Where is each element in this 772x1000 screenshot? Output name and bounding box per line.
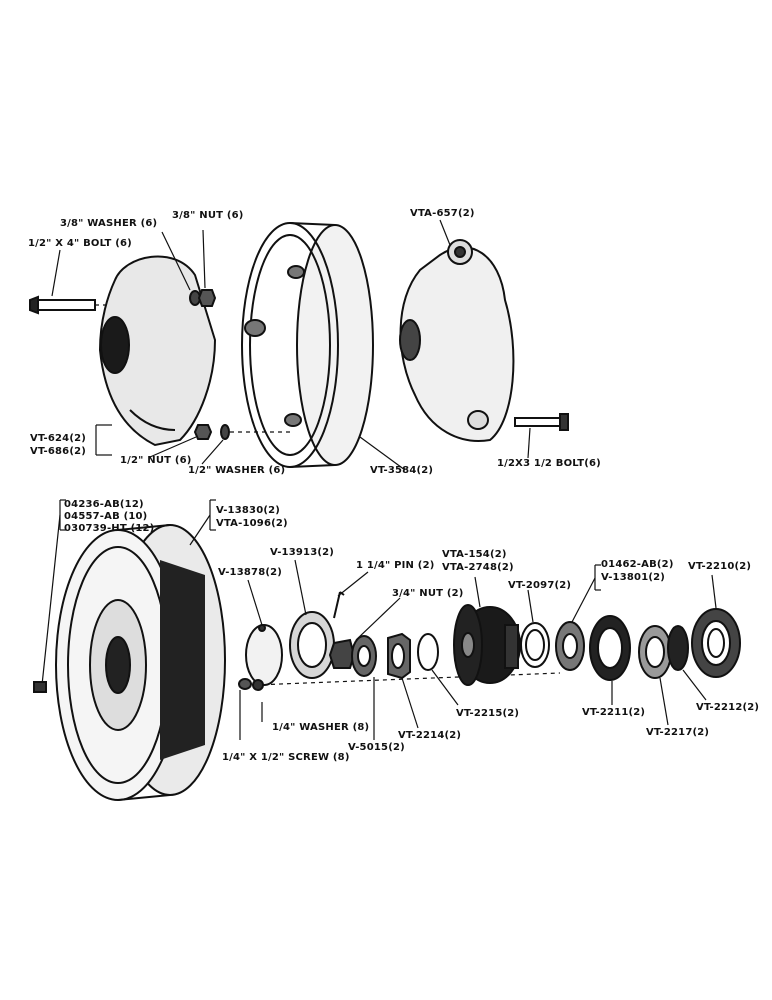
- label-01462-ab: 01462-AB(2): [601, 559, 674, 570]
- label-nut-3-4: 3/4" NUT (2): [392, 588, 464, 599]
- hub-cover-vta657: [399, 239, 515, 442]
- ring-vt2215: [417, 633, 439, 671]
- bearing-vt2217: [638, 625, 672, 679]
- label-bolt-1-2x3-1-2: 1/2X3 1/2 BOLT(6): [497, 458, 601, 469]
- label-washer-1-4: 1/4" WASHER (8): [272, 722, 370, 733]
- seal-vt2210: [691, 608, 741, 678]
- label-030739-ht: 030739-HT (12): [64, 523, 155, 534]
- label-v-13913: V-13913(2): [270, 547, 335, 558]
- label-washer-1-2: 1/2" WASHER (6): [188, 465, 286, 476]
- nut-3-4: [328, 638, 356, 669]
- bolt-3-1-2in: [514, 413, 569, 431]
- bearing-cup-vt2097: [520, 622, 550, 668]
- nut-1-2: [193, 424, 213, 440]
- screw: [238, 678, 252, 690]
- seal-vt2212: [667, 625, 689, 671]
- label-vta-1096: VTA-1096(2): [216, 518, 288, 529]
- label-vta-657: VTA-657(2): [410, 208, 475, 219]
- wheel-disc: [55, 524, 226, 801]
- label-vt-3584: VT-3584(2): [370, 465, 434, 476]
- nut-3-8: [197, 289, 217, 307]
- bearing-cone-vt2214: [387, 632, 411, 680]
- label-vt-2217: VT-2217(2): [646, 727, 710, 738]
- label-vta-2748: VTA-2748(2): [442, 562, 514, 573]
- rim-vt3584: [241, 222, 374, 468]
- bearing-vt2211: [589, 615, 631, 681]
- lug-bolt: [33, 681, 47, 693]
- label-screw-1-4x1-2: 1/4" X 1/2" SCREW (8): [222, 752, 350, 763]
- label-v-5015: V-5015(2): [348, 742, 405, 753]
- label-vt-2210: VT-2210(2): [688, 561, 752, 572]
- label-v-13878: V-13878(2): [218, 567, 283, 578]
- label-pin-1-1-4: 1 1/4" PIN (2): [356, 560, 435, 571]
- label-v-13830: V-13830(2): [216, 505, 281, 516]
- cover-plate: [245, 624, 283, 686]
- hub-vta154: [453, 604, 521, 686]
- label-vt-2211: VT-2211(2): [582, 707, 646, 718]
- label-vt-2214: VT-2214(2): [398, 730, 462, 741]
- label-nut-3-8: 3/8" NUT (6): [172, 210, 244, 221]
- bearing-01462: [555, 621, 585, 671]
- label-nut-1-2: 1/2" NUT (6): [120, 455, 192, 466]
- wheel-weight: [98, 255, 217, 447]
- label-vt-2215: VT-2215(2): [456, 708, 520, 719]
- label-washer-3-8: 3/8" WASHER (6): [60, 218, 158, 229]
- label-vt-624: VT-624(2): [30, 433, 87, 444]
- label-vt-686: VT-686(2): [30, 446, 87, 457]
- washer-small: [252, 679, 264, 691]
- bearing-v5015: [351, 635, 377, 677]
- label-04236-ab: 04236-AB(12): [64, 499, 144, 510]
- gasket: [289, 611, 335, 679]
- label-vt-2097: VT-2097(2): [508, 580, 572, 591]
- label-vta-154: VTA-154(2): [442, 549, 507, 560]
- label-04557-ab: 04557-AB (10): [64, 511, 148, 522]
- label-v-13801: V-13801(2): [601, 572, 666, 583]
- washer-1-2: [220, 424, 230, 440]
- label-bolt-1-2x4: 1/2" X 4" BOLT (6): [28, 238, 132, 249]
- bolt-4in: [29, 295, 96, 315]
- label-vt-2212: VT-2212(2): [696, 702, 760, 713]
